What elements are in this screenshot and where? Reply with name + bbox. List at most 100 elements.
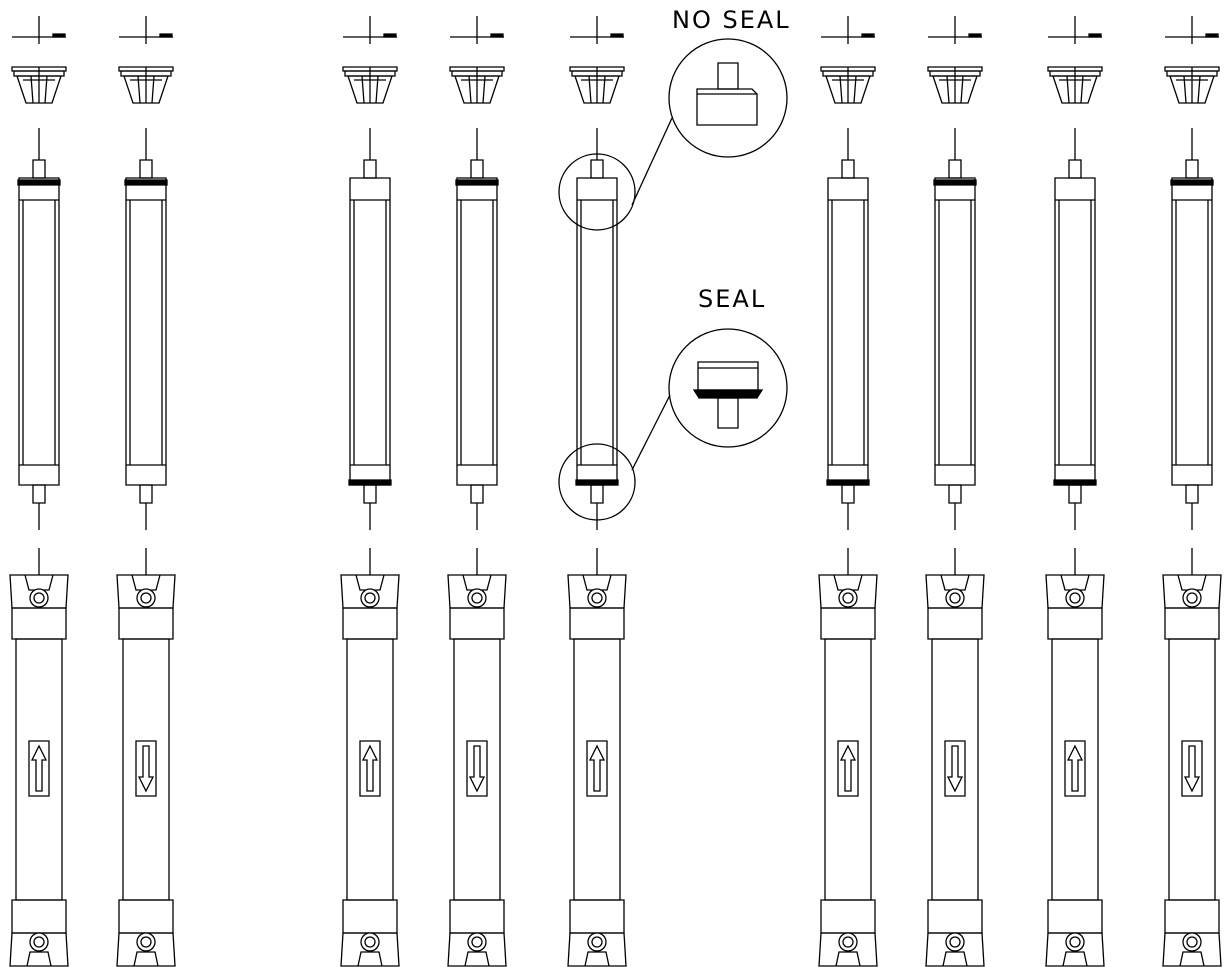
vessel-port-ring-bottom [1066, 933, 1084, 951]
element-permeate-tube-top [842, 160, 854, 178]
pressure-vessel [10, 548, 68, 966]
vessel-port-ring-bottom [468, 933, 486, 951]
adapter-body [1053, 76, 1097, 103]
vessel-body [1052, 639, 1098, 900]
membrane-element [576, 128, 618, 530]
vessel-port-ring-top [1183, 589, 1201, 607]
vessel-port-top [25, 575, 53, 590]
vessel-port-ring-top [588, 589, 606, 607]
vessel-port-ring-bottom [30, 933, 48, 951]
flow-arrow-frame [945, 741, 965, 796]
element-permeate-tube-top [949, 160, 961, 178]
element-body [1055, 178, 1095, 485]
pressure-vessel [117, 548, 175, 966]
element-permeate-tube-bottom [33, 485, 45, 503]
vessel-port-top [1178, 575, 1206, 590]
vessel-port-hole-top [843, 593, 853, 603]
pressure-vessel [819, 548, 877, 966]
vessel-port-hole-bottom [34, 937, 44, 947]
vessel-body [1169, 639, 1215, 900]
element-permeate-tube-bottom [591, 485, 603, 503]
retainer-tab [1089, 34, 1101, 37]
flow-arrow-frame [1182, 741, 1202, 796]
vessel-port-hole-top [34, 593, 44, 603]
flow-arrow-frame [29, 741, 49, 796]
brine-seal-bottom [576, 480, 618, 485]
vessel-collar-bottom [450, 900, 504, 933]
brine-seal-bottom [1054, 480, 1096, 485]
vessel-port-hole-top [365, 593, 375, 603]
vessel-port-ring-bottom [137, 933, 155, 951]
membrane-element [1054, 128, 1096, 530]
detail-permeate-tube [718, 398, 738, 428]
flow-arrow-frame [136, 741, 156, 796]
vessel-port-hole-bottom [950, 937, 960, 947]
pressure-vessel [341, 548, 399, 966]
vessel-port-hole-top [1070, 593, 1080, 603]
vessel-port-ring-bottom [361, 933, 379, 951]
vessel-port-hole-top [1187, 593, 1197, 603]
flow-arrow [841, 746, 855, 791]
vessel-collar-top [450, 608, 504, 639]
vessel-port-top [356, 575, 384, 590]
vessel-collar-top [1048, 608, 1102, 639]
vessel-port-top [834, 575, 862, 590]
brine-seal-top [18, 180, 60, 185]
vessel-port-ring-bottom [839, 933, 857, 951]
vessel-head-bottom [341, 933, 399, 966]
vessel-collar-bottom [928, 900, 982, 933]
vessel-body [574, 639, 620, 900]
vessel-collar-top [570, 608, 624, 639]
detail-element-end [698, 362, 758, 390]
flow-arrow [32, 746, 46, 791]
adapter-body [455, 76, 499, 103]
detail-permeate-tube [718, 63, 738, 89]
flow-arrow-frame [587, 741, 607, 796]
vessel-port-ring-top [361, 589, 379, 607]
element-permeate-tube-bottom [949, 485, 961, 503]
flow-down-arrow-icon [136, 741, 156, 796]
brine-seal-top [1171, 180, 1213, 185]
retainer-tab [1206, 34, 1218, 37]
brine-seal-bottom [349, 480, 391, 485]
membrane-column-8 [1046, 16, 1104, 966]
vessel-port-hole-top [472, 593, 482, 603]
seal-label: SEAL [698, 285, 767, 313]
vessel-head-bottom [10, 933, 68, 966]
vessel-collar-top [1165, 608, 1219, 639]
adapter-body [1170, 76, 1214, 103]
seal-adapter [119, 67, 173, 103]
vessel-collar-bottom [1048, 900, 1102, 933]
seal-adapter [343, 67, 397, 103]
flow-arrow [470, 746, 484, 791]
membrane-column-3 [341, 16, 399, 966]
flow-arrow-frame [838, 741, 858, 796]
seal-adapter [450, 67, 504, 103]
vessel-port-foot [1063, 952, 1087, 966]
vessel-head-bottom [819, 933, 877, 966]
flow-arrow-frame [467, 741, 487, 796]
vessel-port-foot [1180, 952, 1204, 966]
vessel-head-bottom [1046, 933, 1104, 966]
no-seal-label: NO SEAL [672, 6, 791, 34]
retainer-tab [384, 34, 396, 37]
element-permeate-tube-top [140, 160, 152, 178]
adapter-body [348, 76, 392, 103]
element-body [350, 178, 390, 485]
element-body [457, 178, 497, 485]
vessel-collar-bottom [1165, 900, 1219, 933]
callout-circle-no-seal-detail [669, 39, 787, 157]
flow-up-arrow-icon [587, 741, 607, 796]
element-permeate-tube-top [364, 160, 376, 178]
brine-seal-bottom [827, 480, 869, 485]
adapter-body [826, 76, 870, 103]
vessel-head-bottom [448, 933, 506, 966]
flow-arrow [948, 746, 962, 791]
vessel-port-hole-top [592, 593, 602, 603]
vessel-collar-top [12, 608, 66, 639]
vessel-head-bottom [568, 933, 626, 966]
flow-arrow [1185, 746, 1199, 791]
vessel-collar-bottom [119, 900, 173, 933]
membrane-element [934, 128, 976, 530]
